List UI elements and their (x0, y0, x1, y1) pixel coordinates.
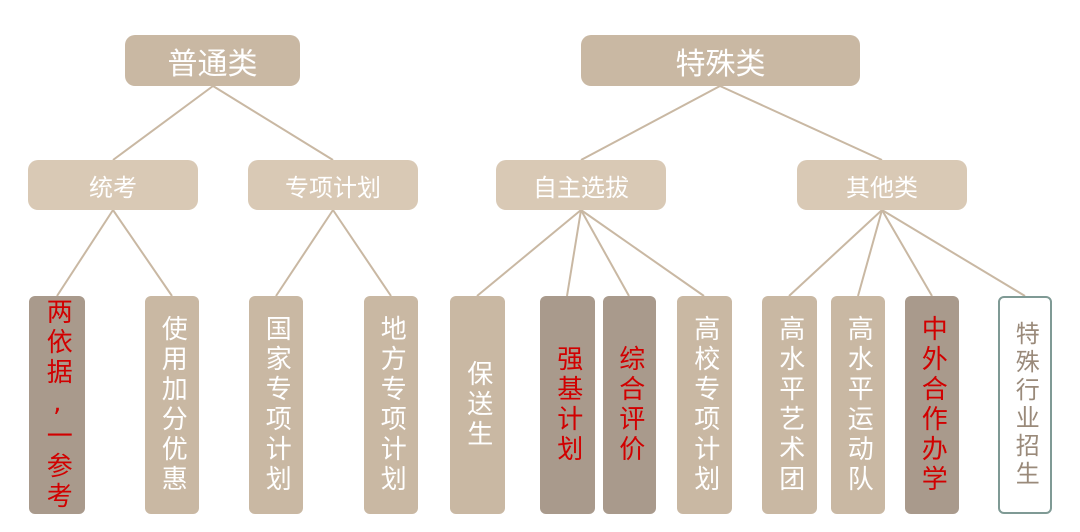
connector-line (580, 85, 721, 161)
leaf-bonus-preference: 使用加分优惠 (145, 296, 199, 514)
leaf-local-special-plan: 地方专项计划 (364, 296, 418, 514)
connector-line (857, 209, 883, 297)
connector-line (332, 209, 392, 297)
connector-line (580, 209, 630, 297)
connector-line (112, 209, 173, 297)
leaf-university-special-plan: 高校专项计划 (677, 296, 732, 514)
leaf-sino-foreign-cooperation: 中外合作办学 (905, 296, 959, 514)
leaf-two-basis-one-reference: 两依据,一参考 (29, 296, 85, 514)
leaf-national-special-plan: 国家专项计划 (249, 296, 303, 514)
connector-line (719, 85, 883, 161)
root-general: 普通类 (125, 35, 300, 86)
leaf-high-level-sports-team: 高水平运动队 (831, 296, 885, 514)
leaf-special-industry-recruitment: 特殊行业招生 (998, 296, 1052, 514)
root-special: 特殊类 (581, 35, 860, 86)
subcategory-unified-exam: 统考 (28, 160, 198, 210)
connector-line (112, 85, 214, 161)
connector-line (56, 209, 114, 297)
connector-line (566, 209, 582, 297)
connector-line (881, 209, 933, 297)
connector-line (212, 85, 334, 161)
leaf-high-level-art-troupe: 高水平艺术团 (762, 296, 817, 514)
connector-line (275, 209, 334, 297)
connector-line (788, 209, 883, 297)
connector-line (580, 209, 705, 297)
subcategory-other: 其他类 (797, 160, 967, 210)
leaf-strong-foundation-plan: 强基计划 (540, 296, 595, 514)
subcategory-special-plan: 专项计划 (248, 160, 418, 210)
leaf-comprehensive-evaluation: 综合评价 (603, 296, 656, 514)
connector-line (881, 209, 1026, 297)
connector-line (476, 209, 582, 297)
subcategory-independent-selection: 自主选拔 (496, 160, 666, 210)
leaf-recommended-admission: 保送生 (450, 296, 505, 514)
